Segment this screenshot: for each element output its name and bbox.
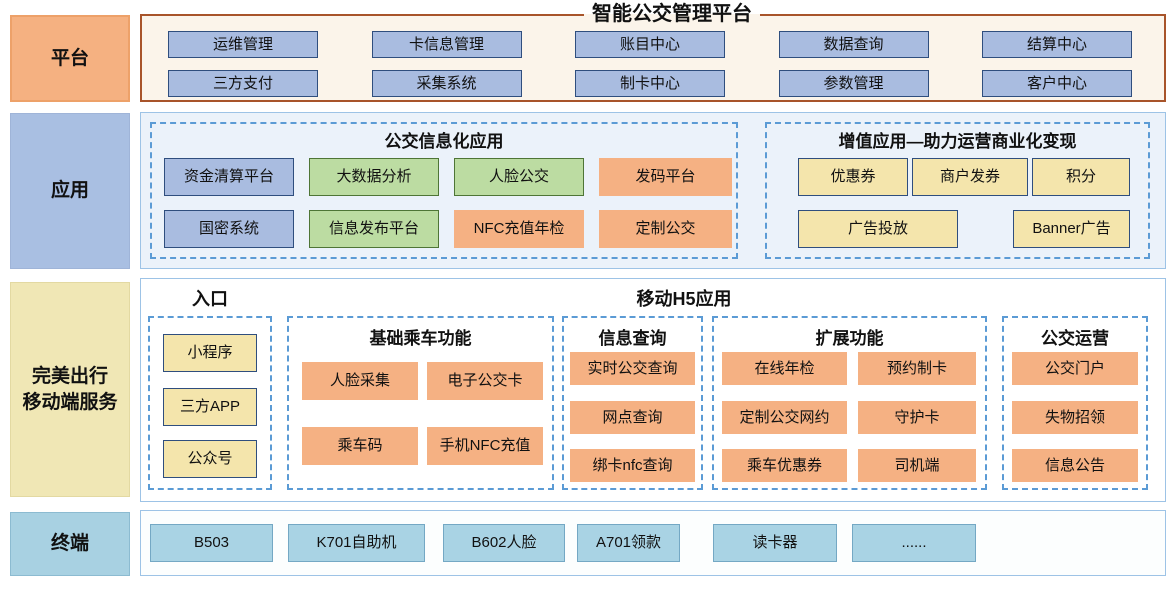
- info-app-chip: 资金清算平台: [164, 158, 294, 196]
- row-label-mobile-services: 完美出行 移动端服务: [10, 282, 130, 497]
- terminal-chip: ......: [852, 524, 976, 562]
- platform-module-chip: 运维管理: [168, 31, 318, 58]
- h5-feature-chip: 在线年检: [722, 352, 847, 385]
- info-app-chip: 信息发布平台: [309, 210, 439, 248]
- platform-module-chip: 采集系统: [371, 70, 522, 97]
- terminal-chip: 读卡器: [713, 524, 837, 562]
- platform-box-title: 智能公交管理平台: [584, 2, 760, 26]
- terminal-chip: B602人脸: [443, 524, 565, 562]
- mobile-label-line1: 完美出行: [31, 365, 108, 387]
- bus-informatization-group-box: [150, 122, 738, 259]
- entry-chip: 小程序: [163, 334, 257, 372]
- value-app-chip: 广告投放: [798, 210, 958, 248]
- info-query-title: 信息查询: [598, 329, 667, 348]
- value-apps-row-1: 优惠券 商户发券 积分: [798, 158, 1130, 196]
- h5-feature-chip: 实时公交查询: [570, 352, 695, 385]
- platform-module-chip: 卡信息管理: [371, 31, 522, 58]
- entry-chip: 三方APP: [163, 388, 257, 426]
- bus-informatization-group-title: 公交信息化应用: [384, 132, 504, 151]
- info-app-chip: 发码平台: [599, 158, 732, 196]
- value-added-group-title: 增值应用—助力运营商业化变现: [838, 132, 1077, 151]
- h5-feature-chip: 信息公告: [1012, 449, 1138, 482]
- info-app-chip: 定制公交: [599, 210, 732, 248]
- terminal-chip: B503: [150, 524, 273, 562]
- h5-feature-chip: 网点查询: [570, 401, 695, 434]
- basic-riding-box: [287, 316, 554, 490]
- h5-feature-chip: 电子公交卡: [427, 362, 543, 400]
- platform-module-chip: 参数管理: [778, 70, 929, 97]
- info-apps-row-1: 资金清算平台 大数据分析 人脸公交 发码平台: [164, 158, 732, 196]
- row-label-application: 应用: [10, 113, 130, 269]
- bus-operation-box: [1002, 316, 1148, 490]
- value-added-group-box: [765, 122, 1150, 259]
- h5-feature-chip: 预约制卡: [858, 352, 976, 385]
- info-apps-row-2: 国密系统 信息发布平台 NFC充值年检 定制公交: [164, 210, 732, 248]
- platform-module-chip: 制卡中心: [575, 70, 725, 97]
- h5-feature-chip: 定制公交网约: [722, 401, 847, 434]
- h5-apps-title: 移动H5应用: [636, 289, 732, 309]
- row-label-platform: 平台: [10, 15, 130, 102]
- info-app-chip: 人脸公交: [454, 158, 584, 196]
- h5-feature-chip: 失物招领: [1012, 401, 1138, 434]
- value-app-chip: 优惠券: [798, 158, 908, 196]
- info-app-chip: 国密系统: [164, 210, 294, 248]
- platform-module-chip: 数据查询: [778, 31, 929, 58]
- bus-operation-title: 公交运营: [1041, 329, 1109, 348]
- mobile-label-line2: 移动端服务: [22, 391, 118, 413]
- extended-functions-title: 扩展功能: [815, 329, 884, 348]
- platform-module-chip: 结算中心: [982, 31, 1132, 58]
- platform-modules-row-2: 三方支付 采集系统 制卡中心 参数管理 客户中心: [168, 70, 1132, 97]
- platform-module-chip: 账目中心: [575, 31, 725, 58]
- h5-feature-chip: 守护卡: [858, 401, 976, 434]
- info-query-box: [562, 316, 703, 490]
- h5-feature-chip: 公交门户: [1012, 352, 1138, 385]
- row-label-terminal: 终端: [10, 512, 130, 576]
- h5-feature-chip: 绑卡nfc查询: [570, 449, 695, 482]
- h5-feature-chip: 手机NFC充值: [427, 427, 543, 465]
- terminal-chip: K701自助机: [288, 524, 425, 562]
- h5-feature-chip: 人脸采集: [302, 362, 418, 400]
- entry-box: [148, 316, 272, 490]
- h5-feature-chip: 司机端: [858, 449, 976, 482]
- value-app-chip: 商户发券: [912, 158, 1028, 196]
- terminal-chip: A701领款: [577, 524, 680, 562]
- h5-feature-chip: 乘车优惠券: [722, 449, 847, 482]
- entry-chip: 公众号: [163, 440, 257, 478]
- extended-functions-box: [712, 316, 987, 490]
- entry-title: 入口: [192, 289, 228, 309]
- platform-modules-row-1: 运维管理 卡信息管理 账目中心 数据查询 结算中心: [168, 31, 1132, 58]
- basic-riding-title: 基础乘车功能: [369, 329, 472, 348]
- info-app-chip: NFC充值年检: [454, 210, 584, 248]
- value-app-chip: Banner广告: [1013, 210, 1130, 248]
- h5-feature-chip: 乘车码: [302, 427, 418, 465]
- platform-module-chip: 客户中心: [982, 70, 1132, 97]
- info-app-chip: 大数据分析: [309, 158, 439, 196]
- platform-module-chip: 三方支付: [168, 70, 318, 97]
- value-app-chip: 积分: [1032, 158, 1130, 196]
